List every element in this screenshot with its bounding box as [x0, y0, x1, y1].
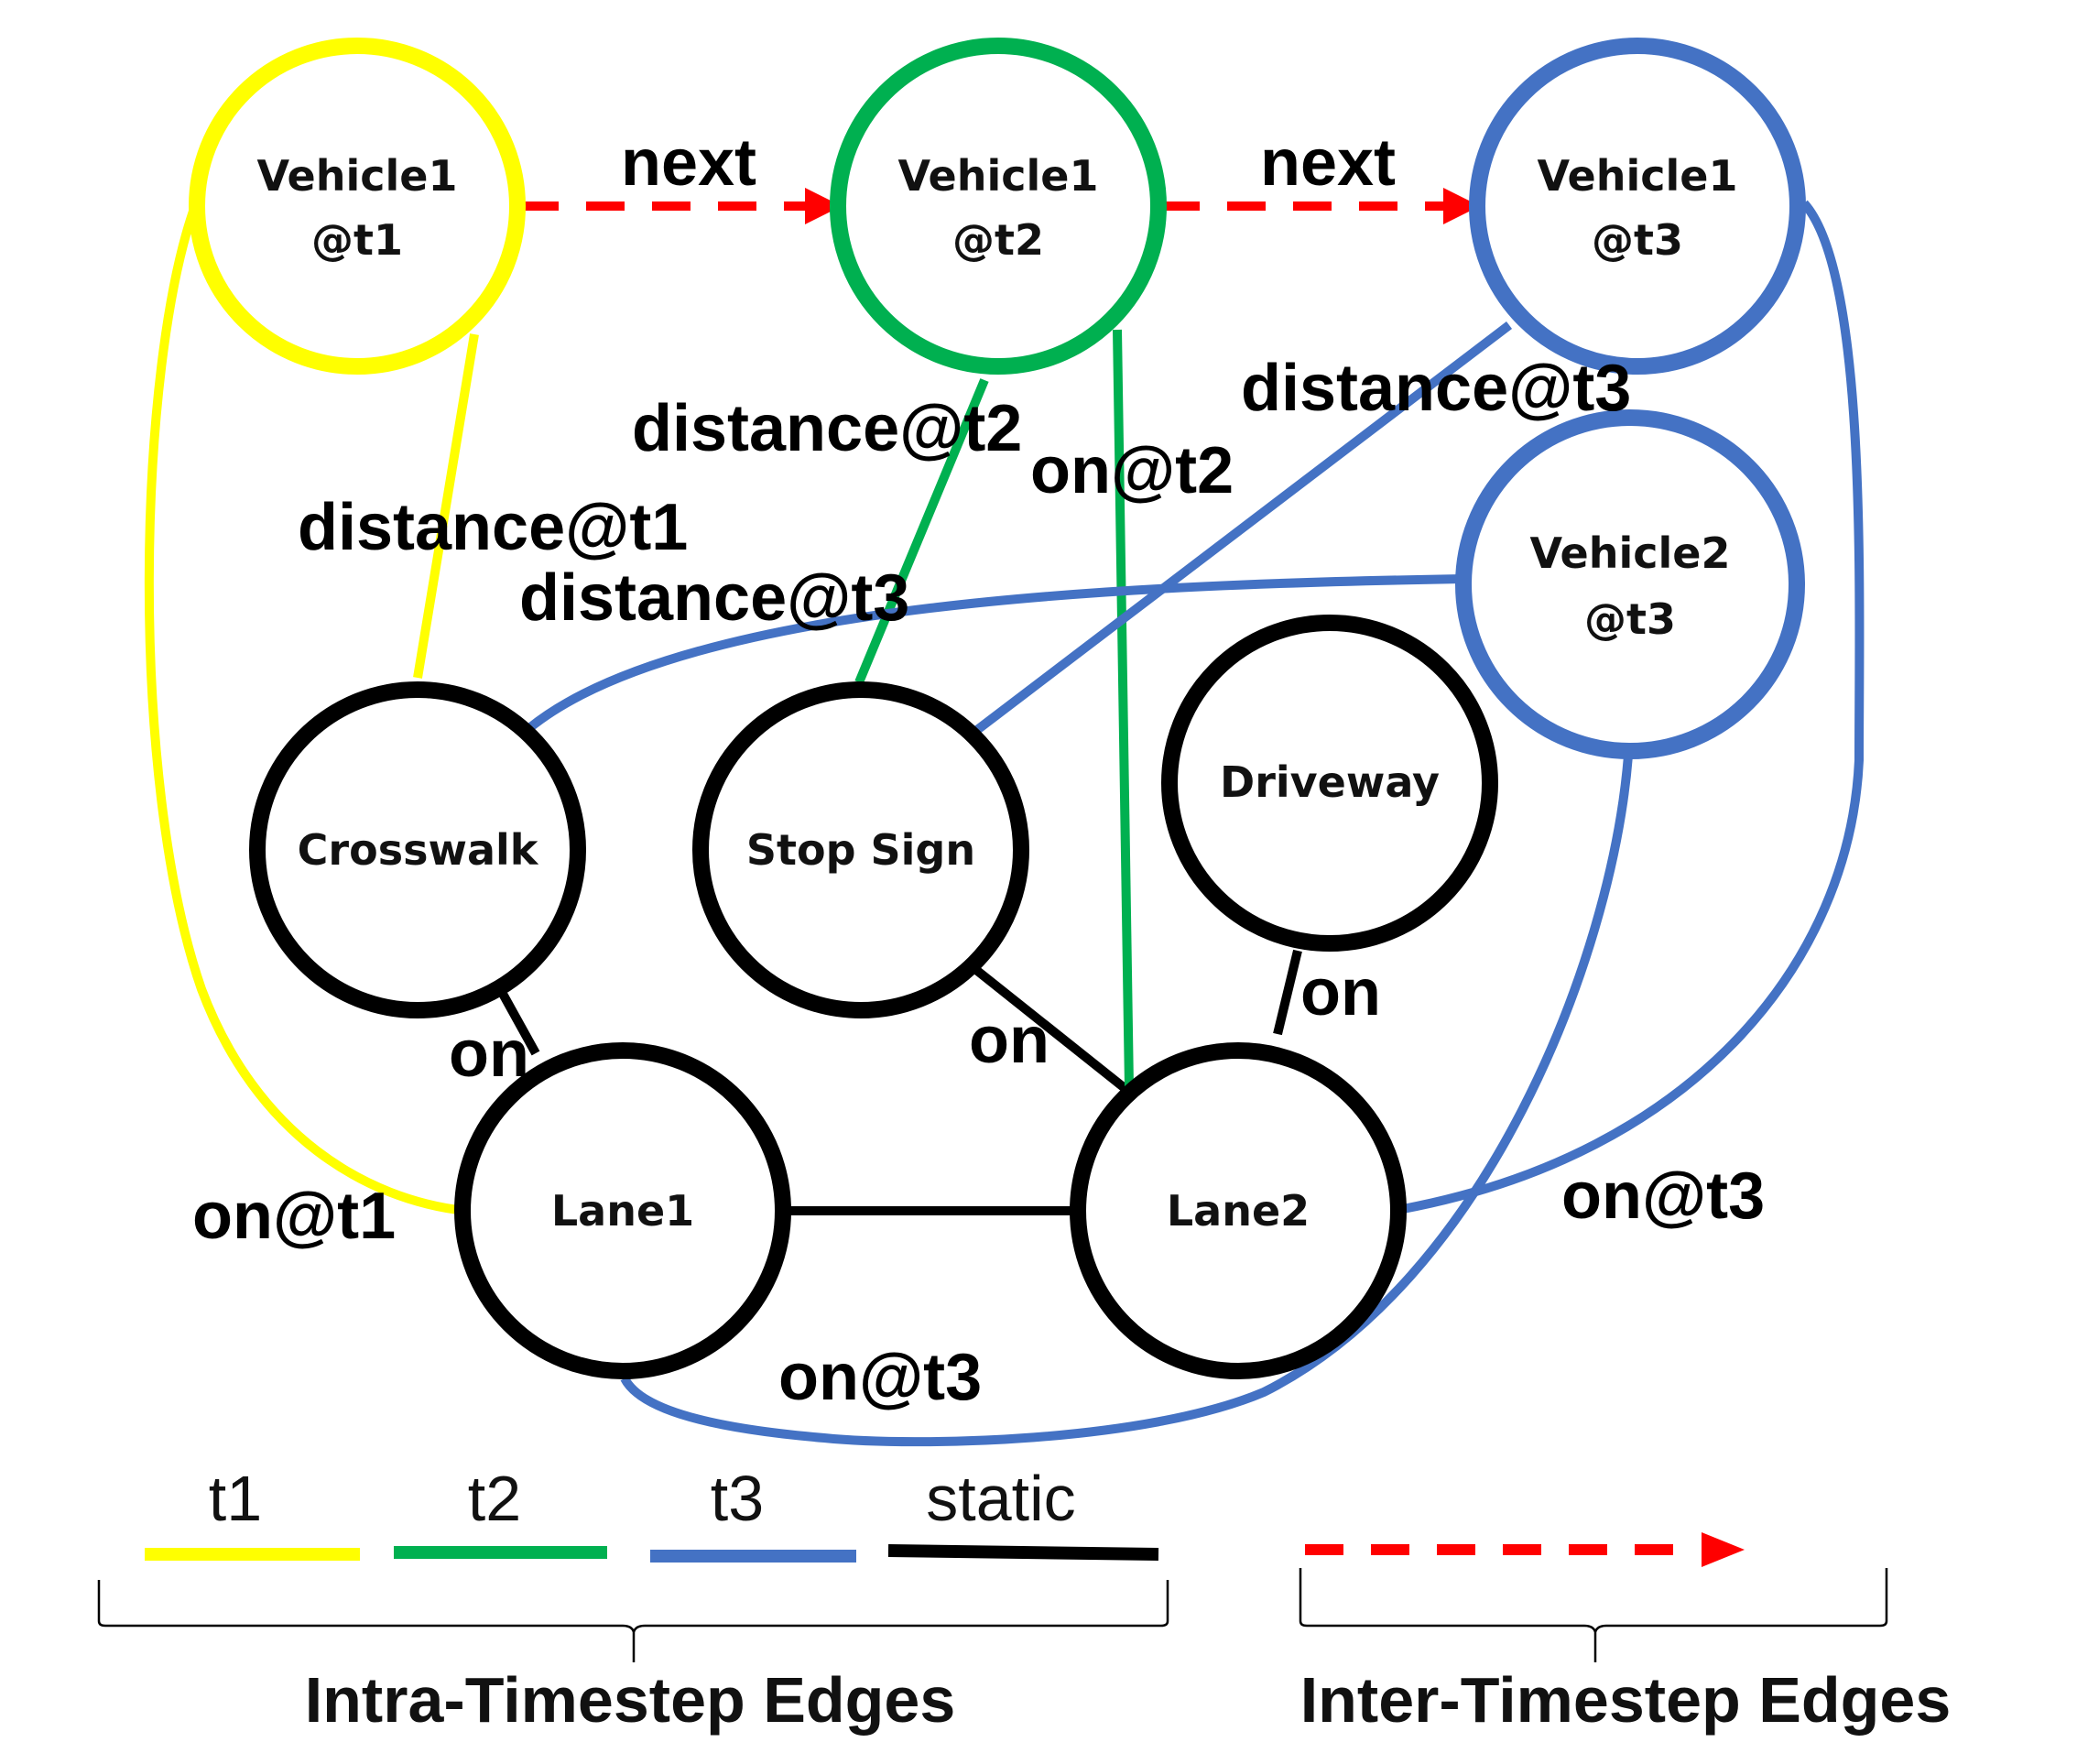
node-vehicle2-t3: Vehicle2 @t3	[1455, 409, 1805, 759]
node-lane1: Lane1	[454, 1042, 791, 1379]
edge-v1t2-stopsign-distance	[854, 378, 989, 684]
label-on-stopsign: on	[969, 1004, 1049, 1077]
node-circle	[189, 38, 526, 375]
label-on-t3-right: on@t3	[1561, 1160, 1765, 1233]
edge-v1t1-lane1-on	[144, 204, 466, 1215]
node-label-line2: @t3	[1592, 215, 1683, 265]
node-label-line1: Vehicle1	[256, 151, 457, 201]
legend-label-t3: t3	[711, 1463, 764, 1534]
edge-labels: next next distance@t1 distance@t2 on@t2 …	[192, 126, 1765, 1414]
label-distance-t2: distance@t2	[632, 392, 1022, 465]
node-circle	[454, 1042, 791, 1379]
legend-group-intra: Intra-Timestep Edges	[305, 1664, 956, 1736]
node-circle	[1455, 409, 1805, 759]
label-next-1: next	[621, 126, 756, 200]
node-label: Crosswalk	[298, 825, 539, 875]
legend: t1 t2 t3 static Intra-Timestep Edges Int…	[97, 1463, 1952, 1736]
node-label: Stop Sign	[746, 825, 975, 875]
legend-arrowhead-inter	[1702, 1532, 1745, 1567]
edge-v2t3-crosswalk-distance	[526, 574, 1464, 732]
legend-group-inter: Inter-Timestep Edges	[1300, 1664, 1952, 1736]
node-circle	[1070, 1042, 1407, 1379]
edge-v1t3-stopsign-distance	[970, 321, 1513, 736]
t1-edges	[144, 204, 479, 1215]
node-circle	[1161, 615, 1498, 952]
node-label-line2: @t1	[311, 215, 403, 265]
label-on-crosswalk: on	[449, 1018, 529, 1091]
legend-swatch-static	[887, 1544, 1159, 1561]
node-circle	[249, 681, 586, 1018]
label-on-t3-bottom: on@t3	[778, 1341, 982, 1414]
label-on-t2: on@t2	[1030, 434, 1234, 507]
edge-stopsign-lane2	[973, 966, 1128, 1092]
static-edges	[498, 949, 1302, 1215]
node-label: Lane1	[551, 1186, 694, 1236]
node-vehicle1-t3: Vehicle1 @t3	[1469, 38, 1806, 375]
label-on-driveway: on	[1300, 956, 1381, 1029]
edge-v1t2-lane2-on	[1113, 329, 1134, 1089]
node-label-line1: Vehicle1	[897, 151, 1098, 201]
node-stop-sign: Stop Sign	[692, 681, 1029, 1018]
inter-brace	[1299, 1568, 1888, 1662]
node-crosswalk: Crosswalk	[249, 681, 586, 1018]
t3-edges	[526, 200, 1865, 1447]
node-lane2: Lane2	[1070, 1042, 1407, 1379]
label-on-t1: on@t1	[192, 1180, 396, 1253]
edge-v1t3-lane2-on	[1402, 200, 1865, 1214]
node-label-line1: Vehicle2	[1529, 528, 1730, 578]
label-distance-t3-mid: distance@t3	[519, 561, 909, 635]
node-label: Lane2	[1167, 1186, 1310, 1236]
node-circle	[830, 38, 1167, 375]
node-vehicle1-t1: Vehicle1 @t1	[189, 38, 526, 375]
node-label: Driveway	[1220, 757, 1440, 807]
legend-label-static: static	[926, 1463, 1075, 1534]
node-driveway: Driveway	[1161, 615, 1498, 952]
intra-brace	[97, 1580, 1169, 1662]
label-distance-t1: distance@t1	[298, 491, 688, 564]
edge-v1t1-crosswalk-distance	[413, 333, 479, 679]
legend-label-t2: t2	[468, 1463, 521, 1534]
edge-driveway-lane2	[1273, 949, 1302, 1036]
node-label-line2: @t2	[952, 215, 1044, 265]
t2-edges	[854, 329, 1134, 1089]
edge-v2t3-lane1-on	[620, 755, 1633, 1447]
node-label-line1: Vehicle1	[1537, 151, 1737, 201]
node-vehicle1-t2: Vehicle1 @t2	[830, 38, 1167, 375]
label-next-2: next	[1260, 126, 1396, 200]
node-circle	[692, 681, 1029, 1018]
node-circle	[1469, 38, 1806, 375]
legend-label-t1: t1	[209, 1463, 262, 1534]
node-label-line2: @t3	[1584, 594, 1676, 644]
edge-crosswalk-lane1	[498, 991, 540, 1056]
label-distance-t3-top: distance@t3	[1241, 352, 1631, 425]
